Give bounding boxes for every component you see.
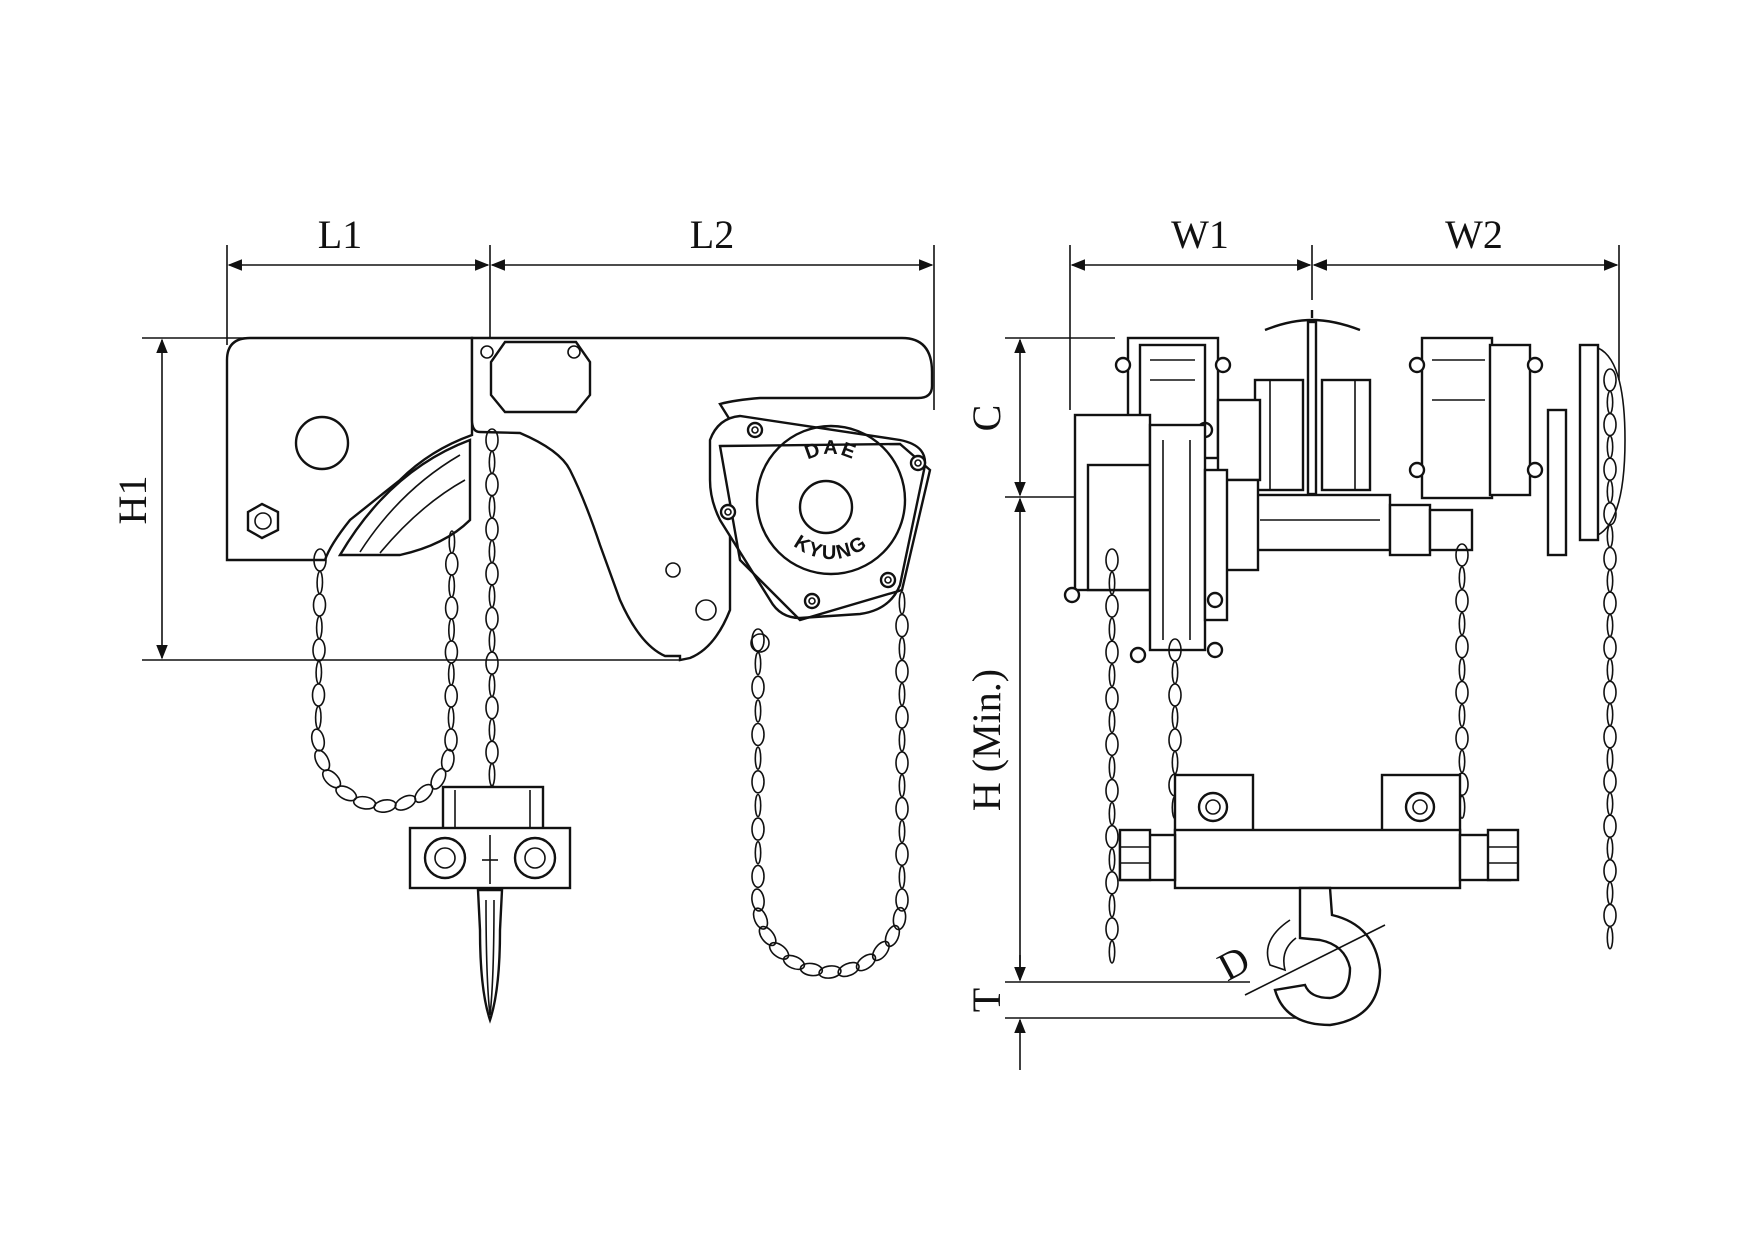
label-t: T [964,988,1009,1012]
block-nut [1118,828,1152,882]
bolt [567,345,581,359]
side-hook-block [408,785,572,890]
front-chains [1105,368,1617,964]
label-l1: L1 [318,212,362,257]
trolley-left-plate [1114,336,1232,460]
center-frame [470,336,934,662]
label-w1: W1 [1171,212,1229,257]
axle-hole [294,415,350,471]
trolley-wheels [1253,378,1372,492]
front-gear-block [1063,413,1229,664]
bolt [480,345,494,359]
label-l2: L2 [690,212,734,257]
bolt [695,599,717,621]
left-side-plate [225,336,474,562]
label-w2: W2 [1445,212,1503,257]
front-hook-block [1118,773,1520,890]
top-plate-octagon [489,340,592,414]
side-view: L1 L2 H1 [110,212,935,1024]
gear-cover [718,442,932,622]
dim-w1-w2: W1 W2 [1069,212,1620,410]
gear-hub [798,479,854,535]
dim-c-h-t: C H (Min.) T [964,337,1310,1070]
label-h1: H1 [110,476,155,525]
label-c: C [964,405,1009,432]
front-view: W1 W2 C H (Min.) T [964,212,1626,1070]
side-nut [246,502,280,540]
bolt [750,633,770,653]
bolt [665,562,681,578]
block-nut [1486,828,1520,882]
dim-l1-l2: L1 L2 [226,212,935,410]
label-h-min: H (Min.) [964,669,1009,811]
side-hook [476,888,504,1024]
gear-bolts [719,421,927,610]
dim-h1: H1 [110,337,680,661]
front-hook: D [1210,886,1386,1027]
trolley-right-plate [1408,336,1626,557]
gear-disc [755,424,907,576]
